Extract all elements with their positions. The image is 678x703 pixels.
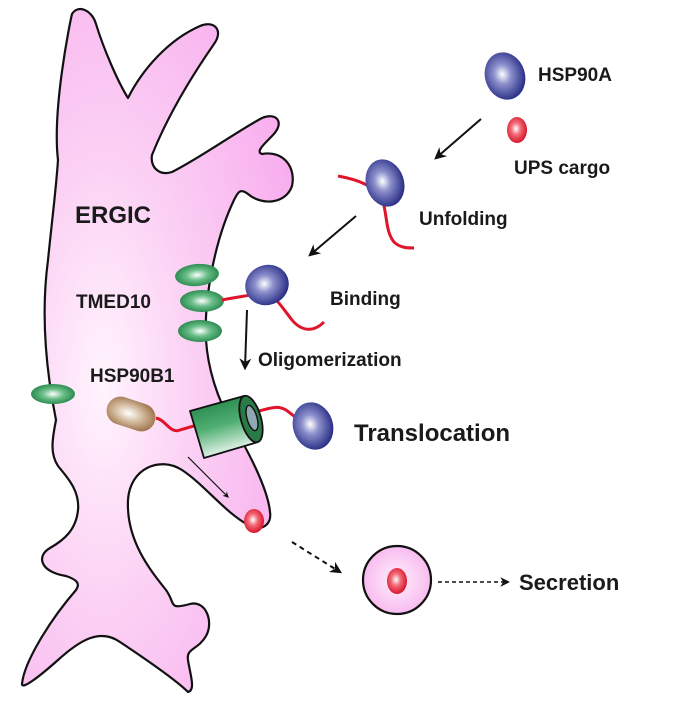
arrow-to-binding <box>308 215 357 257</box>
binding-label: Binding <box>330 289 401 310</box>
tmed10-channel <box>189 394 264 459</box>
arrow-to-tip <box>187 456 229 498</box>
ups-cargo-label: UPS cargo <box>514 158 610 179</box>
translocation-label: Translocation <box>354 420 510 447</box>
unfolded-chain <box>337 174 415 250</box>
cargo-in-ergic <box>244 509 264 533</box>
cargo-in-vesicle <box>387 568 407 594</box>
tmed10-subunit <box>180 290 224 312</box>
arrow-oligomerization <box>239 309 252 371</box>
unfolding-label: Unfolding <box>419 209 508 230</box>
tmed10-subunit <box>178 320 222 342</box>
tmed10-label: TMED10 <box>76 292 151 313</box>
hsp90a-label: HSP90A <box>538 65 612 86</box>
hsp90a-binding <box>245 264 289 306</box>
oligomerization-label: Oligomerization <box>258 350 402 371</box>
hsp90b1-label: HSP90B1 <box>90 366 175 387</box>
hsp90a-unfolding <box>365 159 405 207</box>
arrow-to-unfolding <box>434 118 482 160</box>
secretion-label: Secretion <box>519 570 619 595</box>
arrow-to-vesicle <box>291 541 343 574</box>
tmed10-membrane-monomer <box>31 384 75 404</box>
binding-chain <box>221 290 326 331</box>
ergic-label: ERGIC <box>75 202 151 229</box>
hsp90a-translocation <box>292 402 334 450</box>
ups-cargo <box>507 117 527 143</box>
tmed10-subunit <box>175 263 219 287</box>
ergic-membrane <box>20 7 294 694</box>
hsp90b1-protein <box>106 396 156 432</box>
hsp90a-protein <box>484 52 526 100</box>
